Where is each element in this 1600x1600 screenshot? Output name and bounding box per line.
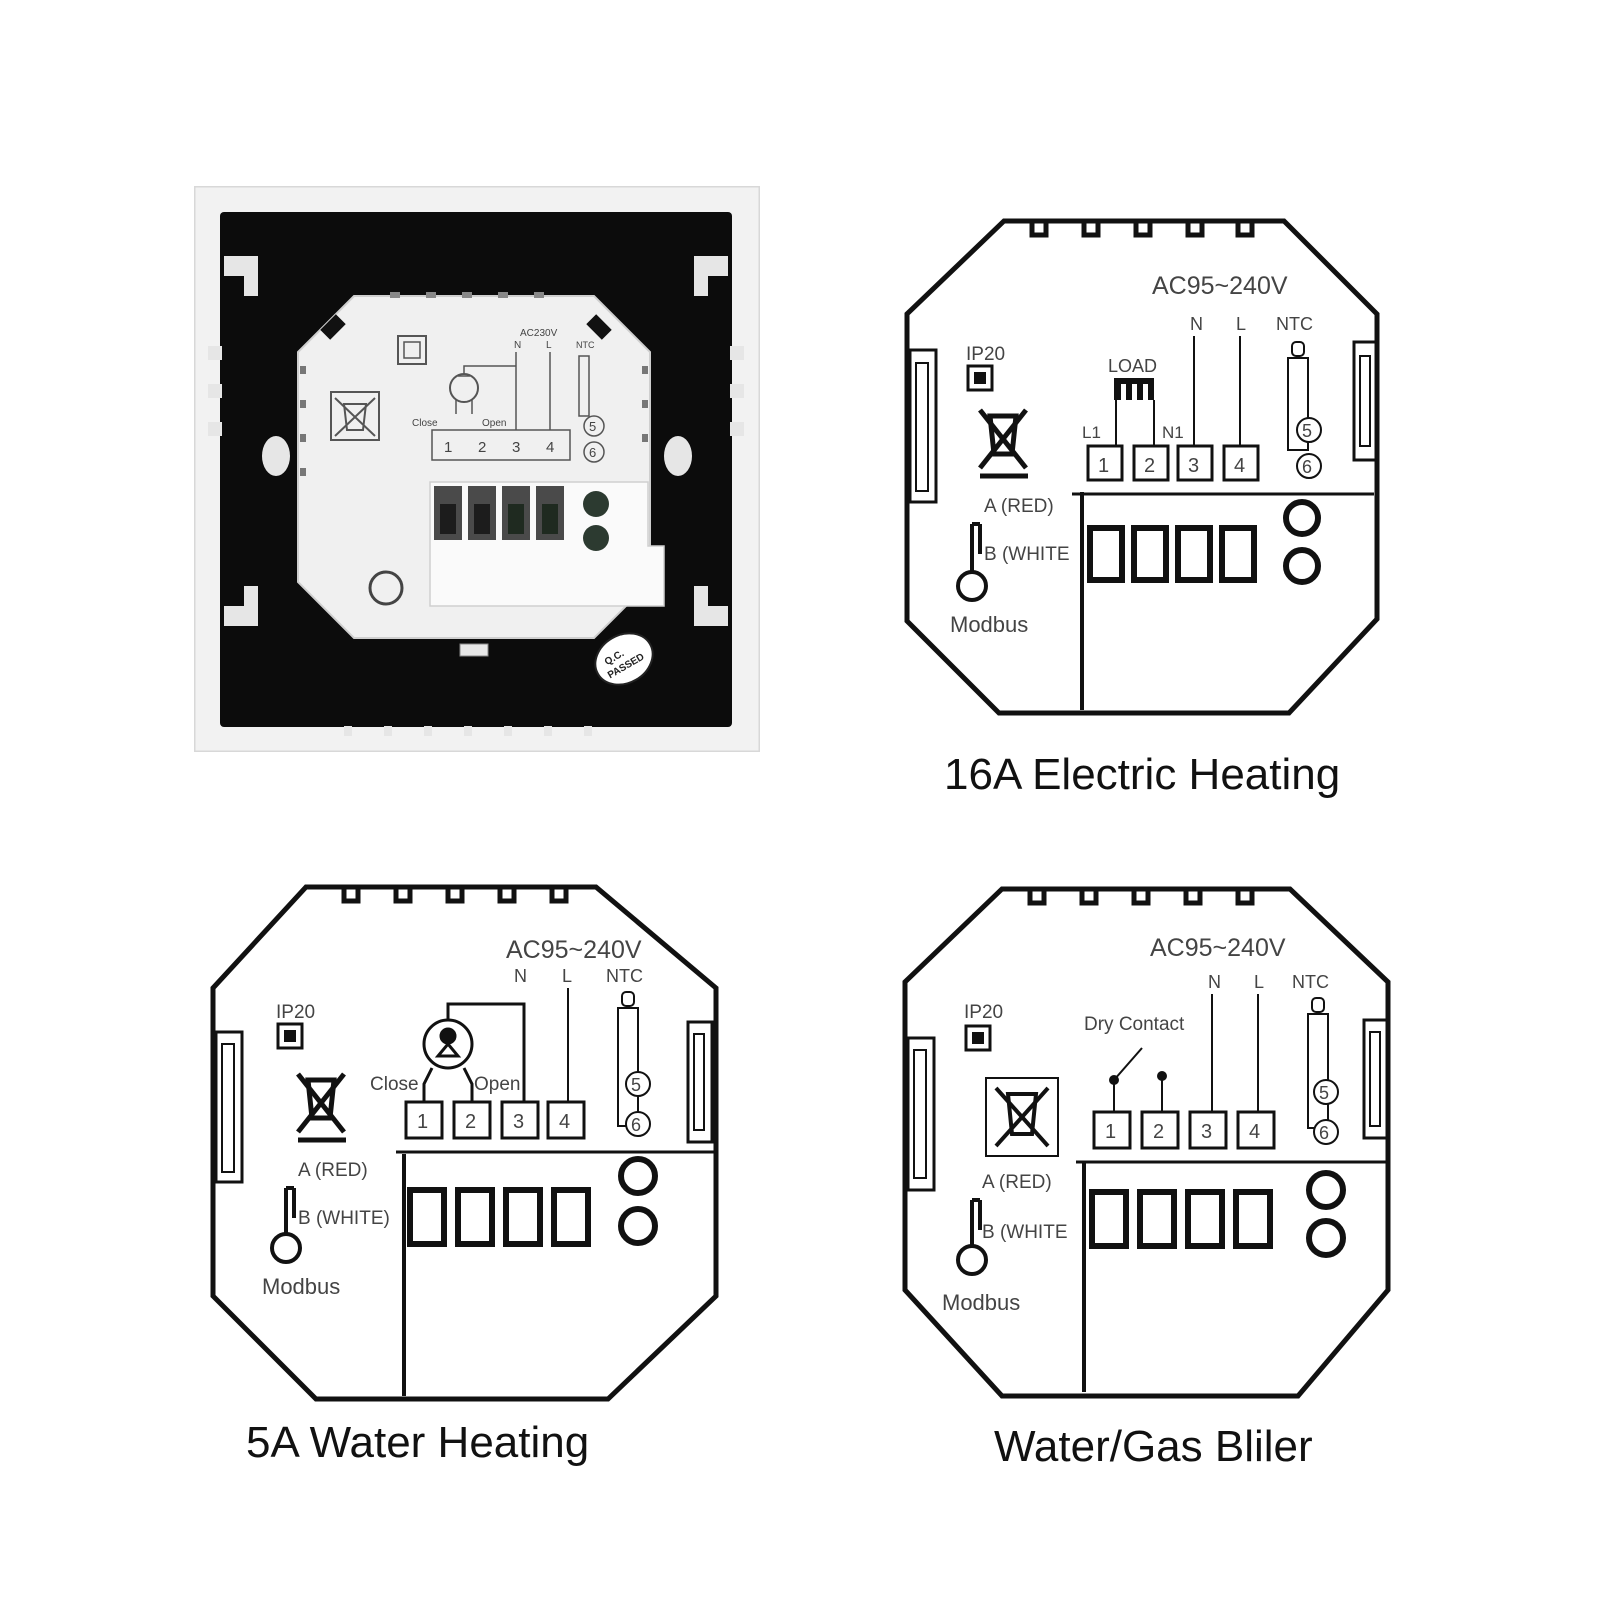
caption-boiler: Water/Gas Bliler [994,1422,1313,1471]
n-label: N [1208,972,1221,992]
screw-terminals [407,1156,658,1247]
modbus-label: Modbus [262,1274,340,1299]
ip-rating: IP20 [966,344,1005,365]
modbus-a-label: A (RED) [982,1172,1052,1193]
wiring-diagram-boiler-svg: AC95~240V IP20 Dry Contact N L NTC 5 6 1… [902,886,1391,1399]
caption-electric-heating: 16A Electric Heating [944,750,1341,799]
modbus-label: Modbus [942,1290,1020,1315]
ntc-pin-6: 6 [1302,457,1312,477]
modbus-a-label: A (RED) [298,1160,368,1181]
modbus-b-label: B (WHITE) [298,1208,390,1229]
dry-contact-switch-icon [1109,1047,1167,1112]
ntc-label: NTC [606,966,643,986]
terminal-1: 1 [1105,1121,1116,1143]
voltage-label: AC95~240V [506,936,642,964]
wiring-diagram-water-heating-svg: AC95~240V IP20 Close Open N L NTC 5 6 1 … [210,884,719,1402]
ip-rating: IP20 [276,1002,315,1023]
photo-voltage: AC230V [520,328,558,339]
n-label: N [1190,314,1203,334]
terminal-2: 2 [465,1111,476,1133]
photo-ntc: NTC [576,340,595,350]
modbus-b-label: B (WHITE [982,1222,1068,1243]
caption-water-heating: 5A Water Heating [246,1418,590,1467]
voltage-label: AC95~240V [1150,934,1286,962]
terminal-4: 4 [559,1111,570,1133]
ntc-pin-6: 6 [1319,1123,1329,1143]
modbus-a-label: A (RED) [984,496,1054,517]
photo-terminal-block [434,486,609,551]
photo-l: L [546,340,552,351]
photo-n: N [514,340,521,351]
load-label: LOAD [1108,356,1157,376]
terminal-1: 1 [417,1111,428,1133]
terminal-3: 3 [1201,1121,1212,1143]
wiring-diagram-boiler: AC95~240V IP20 Dry Contact N L NTC 5 6 1… [902,886,1422,1406]
l-label: L [562,966,572,986]
photo-terminal-1: 1 [444,439,452,456]
valve-motor-icon [422,1002,526,1108]
ntc-sensor-icon [1287,341,1309,451]
photo-open: Open [482,418,506,429]
qc-passed-sticker: Q.C. PASSED [594,632,654,686]
ip-rating: IP20 [964,1002,1003,1023]
ntc-pin-6: 6 [631,1115,641,1135]
terminal-2: 2 [1153,1121,1164,1143]
open-label: Open [474,1074,520,1095]
ntc-label: NTC [1276,314,1313,334]
close-label: Close [370,1074,419,1095]
n-label: N [514,966,527,986]
terminal-2: 2 [1144,455,1155,477]
l-label: L [1236,314,1246,334]
photo-ntc-pin-5: 5 [589,419,596,434]
ntc-label: NTC [1292,972,1329,992]
thermostat-back-photo: AC230V N L NTC Close Open 1 2 3 4 5 6 Q.… [192,184,762,754]
weee-bin-icon [985,1077,1059,1157]
terminal-3: 3 [513,1111,524,1133]
l1-label: L1 [1082,423,1101,442]
top-tabs [1029,221,1255,238]
photo-terminal-2: 2 [478,439,486,456]
voltage-label: AC95~240V [1152,272,1288,300]
ntc-pin-5: 5 [1319,1083,1329,1103]
photo-terminal-3: 3 [512,439,520,456]
weee-bin-icon [330,391,380,441]
dry-contact-label: Dry Contact [1084,1014,1185,1035]
terminal-4: 4 [1234,455,1245,477]
ntc-pin-5: 5 [631,1075,641,1095]
wiring-diagram-electric-heating-svg: AC95~240V IP20 LOAD L1 N1 N L NTC 5 6 1 … [904,218,1380,716]
photo-close: Close [412,418,438,429]
weee-bin-icon [978,408,1028,479]
ntc-pin-5: 5 [1302,421,1312,441]
l-label: L [1254,972,1264,992]
screw-terminals [1087,499,1321,585]
terminal-1: 1 [1098,455,1109,477]
photo-ntc-pin-6: 6 [589,445,596,460]
wiring-diagram-water-heating: AC95~240V IP20 Close Open N L NTC 5 6 1 … [210,884,730,1404]
screw-terminals [1089,1170,1346,1258]
weee-bin-icon [296,1072,346,1143]
wiring-diagram-electric-heating: AC95~240V IP20 LOAD L1 N1 N L NTC 5 6 1 … [904,218,1424,728]
photo-terminal-4: 4 [546,439,554,456]
thermostat-back-illustration: AC230V N L NTC Close Open 1 2 3 4 5 6 Q.… [192,184,762,754]
modbus-label: Modbus [950,612,1028,637]
modbus-b-label: B (WHITE [984,544,1070,565]
n1-label: N1 [1162,423,1184,442]
terminal-4: 4 [1249,1121,1260,1143]
terminal-3: 3 [1188,455,1199,477]
